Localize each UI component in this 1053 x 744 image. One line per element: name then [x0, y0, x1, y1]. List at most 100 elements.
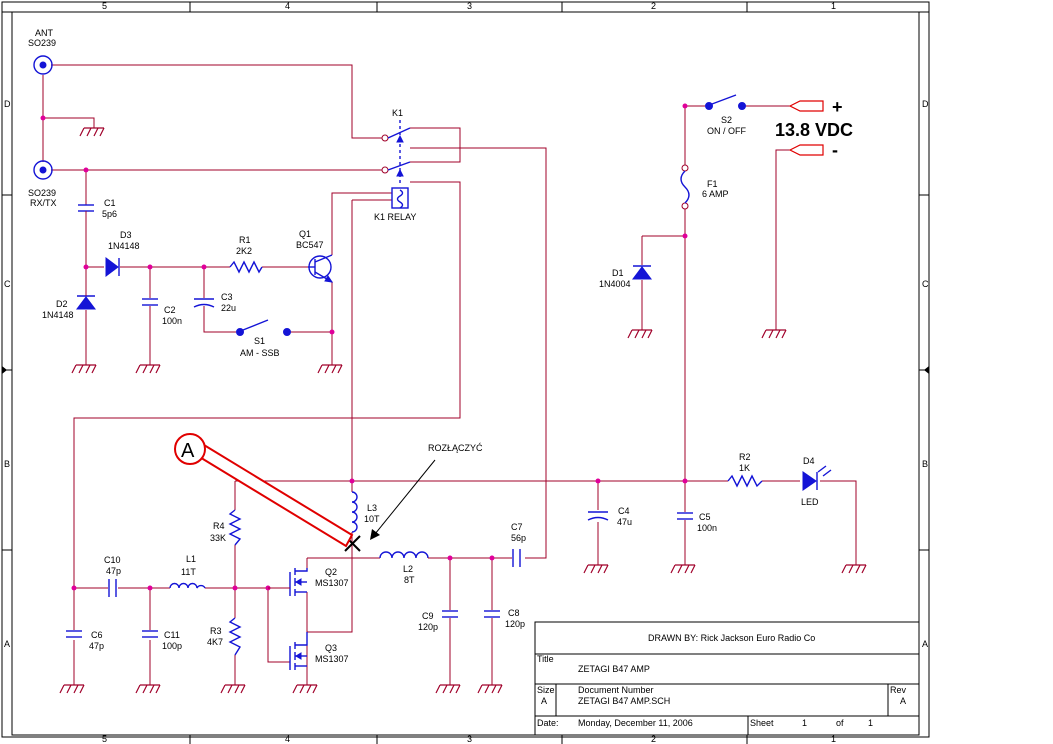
c4-label: C4: [618, 506, 630, 516]
r3-value: 4K7: [207, 637, 223, 647]
l1-label: L1: [186, 554, 196, 564]
voltage-label: 13.8 VDC: [775, 120, 853, 140]
s1-label: S1: [254, 336, 265, 346]
d3-value: 1N4148: [108, 241, 140, 251]
col-label-4-bottom: 4: [285, 734, 290, 744]
row-label-a-right: A: [922, 639, 928, 649]
capacitor-c7: C7 56p: [511, 522, 526, 567]
c1-value: 5p6: [102, 209, 117, 219]
capacitor-c10: C10 47p: [104, 555, 121, 597]
l3-label: L3: [367, 503, 377, 513]
c3-label: C3: [221, 292, 233, 302]
f1-label: F1: [707, 179, 718, 189]
rxtx-label: RX/TX: [30, 198, 57, 208]
sheet-label: Sheet: [750, 718, 774, 728]
r3-label: R3: [210, 626, 222, 636]
capacitor-c5: C5 100n: [677, 512, 717, 533]
l2-value: 8T: [404, 575, 415, 585]
s2-label: S2: [721, 115, 732, 125]
capacitor-c11: C11 100p: [142, 630, 182, 651]
title-block: DRAWN BY: Rick Jackson Euro Radio Co Tit…: [534, 621, 920, 736]
size-value: A: [541, 696, 547, 706]
fuse-f1: F1 6 AMP: [680, 164, 729, 210]
drawing-frame: 5 4 3 2 1 5 4 3 2 1 D C B A D C B A: [1, 1, 930, 744]
row-label-a: A: [4, 639, 10, 649]
s1-value: AM - SSB: [240, 348, 280, 358]
col-label-2-bottom: 2: [651, 734, 656, 744]
c7-label: C7: [511, 522, 523, 532]
junctions: [40, 103, 688, 591]
col-label-1: 1: [831, 1, 836, 11]
c10-value: 47p: [106, 566, 121, 576]
q2-label: Q2: [325, 567, 337, 577]
marker-a-label: A: [181, 440, 195, 462]
col-label-3-bottom: 3: [467, 734, 472, 744]
col-label-2: 2: [651, 1, 656, 11]
k1-relay-label: K1 RELAY: [374, 212, 416, 222]
rxtx-connector: SO239 RX/TX: [28, 160, 57, 208]
q2-value: MS1307: [315, 578, 349, 588]
c8-value: 120p: [505, 619, 525, 629]
resistor-r2: R2 1K: [727, 452, 763, 488]
resistor-r1: R1 2K2: [229, 235, 263, 274]
ground-symbols: [59, 127, 867, 694]
d2-value: 1N4148: [42, 310, 74, 320]
diode-d2: D2 1N4148: [42, 290, 96, 320]
row-label-c-right: C: [922, 279, 929, 289]
c4-value: 47u: [617, 517, 632, 527]
l2-label: L2: [403, 564, 413, 574]
c6-value: 47p: [89, 641, 104, 651]
disconnect-annotation: ROZŁĄCZYĆ: [344, 443, 483, 552]
k1-label: K1: [392, 108, 403, 118]
capacitor-c9: C9 120p: [418, 610, 458, 632]
c6-label: C6: [91, 630, 103, 640]
switch-s1: S1 AM - SSB: [236, 319, 291, 358]
wires: [42, 64, 857, 685]
marker-a: A: [174, 433, 354, 548]
c7-value: 56p: [511, 533, 526, 543]
doc-value: ZETAGI B47 AMP.SCH: [578, 696, 670, 706]
rev-value: A: [900, 696, 906, 706]
c10-label: C10: [104, 555, 121, 565]
capacitor-c1: C1 5p6: [78, 198, 117, 220]
mosfet-q3: Q3 MS1307: [289, 632, 349, 670]
s2-value: ON / OFF: [707, 126, 746, 136]
row-label-c: C: [4, 279, 11, 289]
c11-value: 100p: [162, 641, 182, 651]
doc-label: Document Number: [578, 685, 654, 695]
q1-label: Q1: [299, 229, 311, 239]
inductor-l2: L2 8T: [379, 551, 430, 585]
relay-k1: K1 K1 RELAY: [374, 108, 416, 222]
col-label-1-bottom: 1: [831, 734, 836, 744]
transistor-q1: Q1 BC547: [296, 229, 334, 283]
inductor-l1: L1 11T: [169, 554, 206, 589]
col-label-5: 5: [102, 1, 107, 11]
title-value: ZETAGI B47 AMP: [578, 664, 650, 674]
q3-value: MS1307: [315, 654, 349, 664]
diode-d3: D3 1N4148: [105, 230, 140, 277]
c8-label: C8: [508, 608, 520, 618]
drawn-by: DRAWN BY: Rick Jackson Euro Radio Co: [648, 633, 815, 643]
l1-value: 11T: [181, 567, 196, 577]
resistor-r4: R4 33K: [210, 509, 242, 546]
power-terminal-plus: +: [788, 97, 843, 117]
q3-label: Q3: [325, 643, 337, 653]
d4-label: D4: [803, 456, 815, 466]
l3-value: 10T: [364, 514, 380, 524]
q1-value: BC547: [296, 240, 324, 250]
c5-label: C5: [699, 512, 711, 522]
col-label-3: 3: [467, 1, 472, 11]
rxtx-type-label: SO239: [28, 188, 56, 198]
c2-label: C2: [164, 305, 176, 315]
d3-label: D3: [120, 230, 132, 240]
c3-value: 22u: [221, 303, 236, 313]
row-label-d: D: [4, 99, 11, 109]
d4-value: LED: [801, 497, 819, 507]
inductor-l3: L3 10T: [351, 491, 380, 533]
minus-label: -: [832, 140, 838, 160]
r4-label: R4: [213, 521, 225, 531]
ant-label: ANT: [35, 28, 54, 38]
row-label-b-right: B: [922, 459, 928, 469]
d1-label: D1: [612, 268, 624, 278]
